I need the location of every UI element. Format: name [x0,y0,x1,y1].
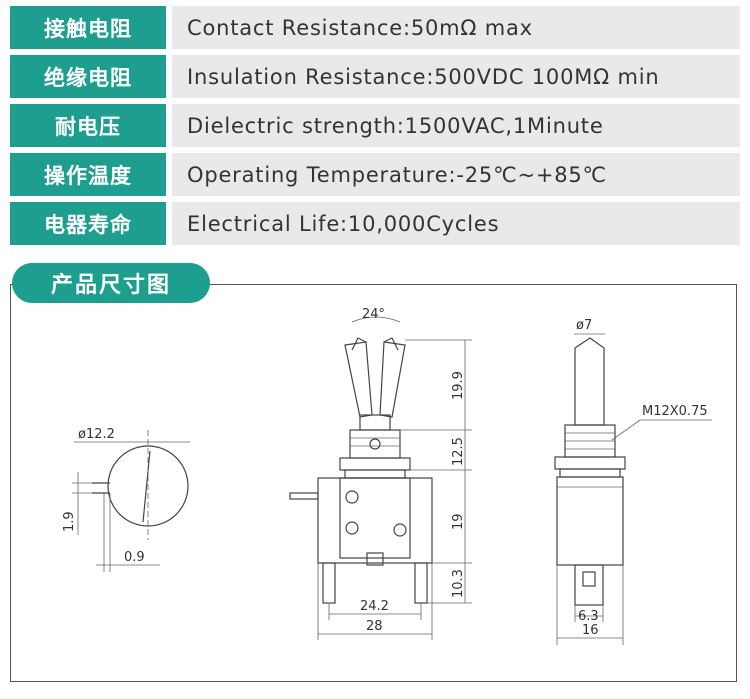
side-body [556,476,624,566]
spec-row-insulation-resistance: 绝缘电阻 Insulation Resistance:500VDC 100MΩ … [10,55,740,98]
spec-value: Contact Resistance:50mΩ max [172,6,740,49]
angle-label: 24° [362,307,385,322]
side-width-label: 16 [582,623,599,638]
lever-height-label: 19.9 [451,371,466,400]
body-height-label: 19 [451,513,466,530]
terminal-right [414,562,428,604]
thread-label: M12X0.75 [642,404,708,419]
key-height-label: 1.9 [62,511,77,532]
section-title: 产品尺寸图 [12,263,210,303]
spec-row-operating-temperature: 操作温度 Operating Temperature:-25℃~+85℃ [10,153,740,196]
side-terminal [289,492,319,500]
side-terminal [574,564,604,606]
spec-label: 绝缘电阻 [10,55,166,98]
front-view: 24° 19.9 12.5 19 [289,307,472,640]
body-width-label: 28 [366,619,383,634]
spec-label: 操作温度 [10,153,166,196]
spec-value: Dielectric strength:1500VAC,1Minute [172,104,740,147]
bushing [349,429,401,459]
panel-cutout-view: ø12.2 1.9 0.9 [62,427,190,572]
body-screw [345,521,359,535]
bushing-height-label: 12.5 [451,437,466,466]
switch-body [317,477,433,564]
key-width-label: 0.9 [124,550,145,565]
lever-base [359,414,391,431]
angle-arc [351,316,401,323]
terminal-width-label: 6.3 [578,609,599,624]
spec-table: 接触电阻 Contact Resistance:50mΩ max 绝缘电阻 In… [10,6,740,251]
side-lever [574,337,605,426]
spec-row-dielectric-strength: 耐电压 Dielectric strength:1500VAC,1Minute [10,104,740,147]
spec-label: 接触电阻 [10,6,166,49]
lever-right [379,341,406,418]
body-screw [393,523,407,537]
lever-diameter-label: ø7 [576,318,592,333]
terminal-center [366,552,384,566]
spec-value: Insulation Resistance:500VDC 100MΩ min [172,55,740,98]
side-nut [554,456,626,470]
body-screw [345,490,359,504]
spec-row-electrical-life: 电器寿命 Electrical Life:10,000Cycles [10,202,740,245]
spec-label: 耐电压 [10,104,166,147]
side-view: ø7 M12X0.75 6.3 16 [554,318,712,645]
spec-value: Operating Temperature:-25℃~+85℃ [172,153,740,196]
terminal-span-label: 24.2 [360,599,389,614]
panel-diameter-label: ø12.2 [78,427,115,442]
terminal-left [322,562,336,604]
spec-value: Electrical Life:10,000Cycles [172,202,740,245]
lever-left [344,341,373,418]
drawing-frame [10,284,737,682]
spec-row-contact-resistance: 接触电阻 Contact Resistance:50mΩ max [10,6,740,49]
spec-label: 电器寿命 [10,202,166,245]
terminal-height-label: 10.3 [451,569,466,598]
nut [339,457,411,471]
keyway-line [142,450,151,523]
